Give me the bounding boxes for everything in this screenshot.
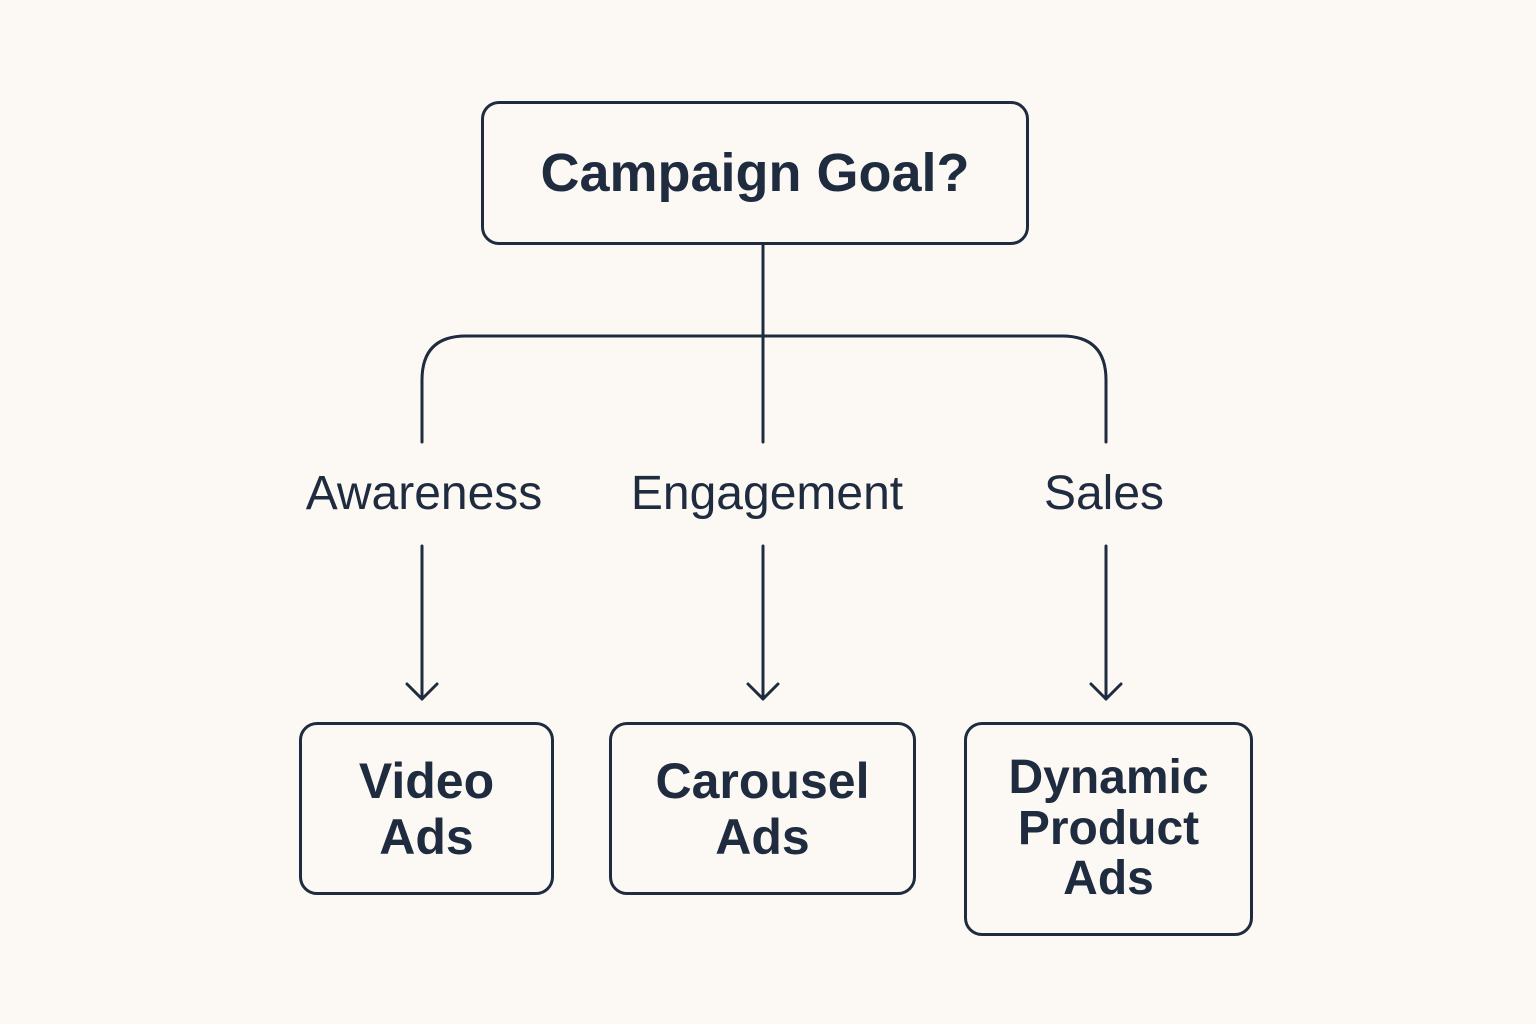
arrow-head-awareness	[405, 682, 439, 701]
result-node-line: Carousel	[655, 752, 870, 809]
result-node-line: Product	[1017, 801, 1200, 855]
arrow-head-engagement	[746, 682, 780, 701]
arrow-head-sales	[1089, 682, 1123, 701]
result-node-line: Ads	[1063, 852, 1154, 906]
result-node-line: Ads	[379, 808, 474, 865]
root-node: Campaign Goal?	[481, 101, 1029, 245]
root-node-label: Campaign Goal?	[540, 143, 970, 203]
result-node-dynamic-product-ads: Dynamic Product Ads	[964, 722, 1253, 936]
result-node-line: Dynamic	[1008, 750, 1209, 804]
connector-branch-bar	[420, 334, 1108, 444]
result-node-line: Video	[358, 752, 495, 809]
branch-label-awareness: Awareness	[305, 467, 543, 520]
result-node-line: Ads	[715, 808, 810, 865]
result-node-carousel-ads: Carousel Ads	[609, 722, 916, 895]
result-node-video-ads: Video Ads	[299, 722, 554, 895]
branch-label-engagement: Engagement	[630, 467, 904, 520]
branch-label-sales: Sales	[1043, 467, 1165, 520]
